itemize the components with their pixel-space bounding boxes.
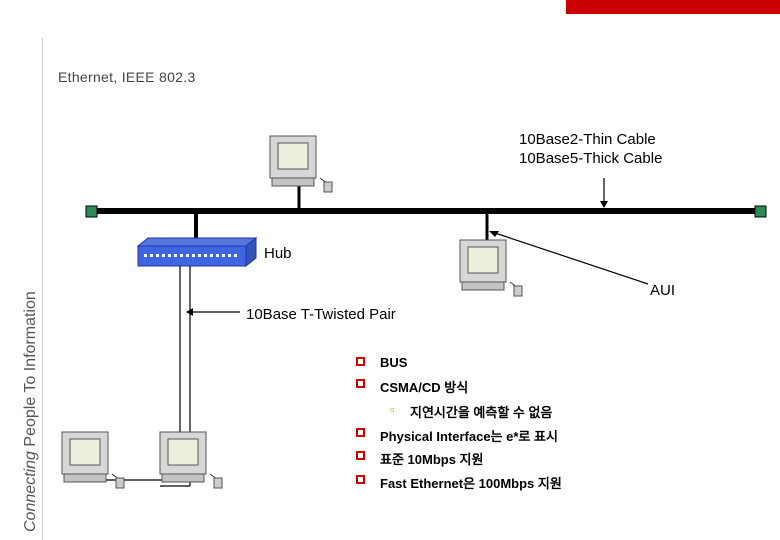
hub-icon [136,236,258,268]
terminator-icon [754,205,767,218]
bullet-icon [356,428,365,437]
thick-cable-label: 10Base5-Thick Cable [519,150,663,167]
aui-label: AUI [650,282,676,299]
bullet-icon [356,357,365,366]
twisted-pair-label: 10Base T-Twisted Pair [246,306,396,323]
hub-label: Hub [264,245,292,262]
bullet-item: BUS [380,355,408,370]
arrowhead [489,231,499,237]
bullet-item: CSMA/CD 방식 [380,380,469,395]
bullet-item: Physical Interface는 e*로 표시 [380,429,558,444]
bullet-icon [356,475,365,484]
bullet-item: 표준 10Mbps 지원 [380,452,484,467]
computer-icon [61,431,125,489]
computer-icon [159,431,223,489]
divider-line [42,38,43,540]
aui-pointer-arrow [491,231,649,285]
computer-icon [269,135,333,193]
terminator-icon [85,205,98,218]
sub-bullet-icon: ▫ [390,402,395,417]
slide-title: Ethernet, IEEE 802.3 [58,69,196,85]
bullet-icon [356,379,365,388]
brand-accent-bar [566,0,780,14]
bullet-icon [356,451,365,460]
sub-bullet-item: 지연시간을 예측할 수 없음 [410,405,553,420]
bullet-item: Fast Ethernet은 100Mbps 지원 [380,476,562,491]
thin-cable-label: 10Base2-Thin Cable [519,131,656,148]
bus-cable [96,208,756,214]
computer-icon [459,239,523,297]
arrowhead [600,201,608,208]
